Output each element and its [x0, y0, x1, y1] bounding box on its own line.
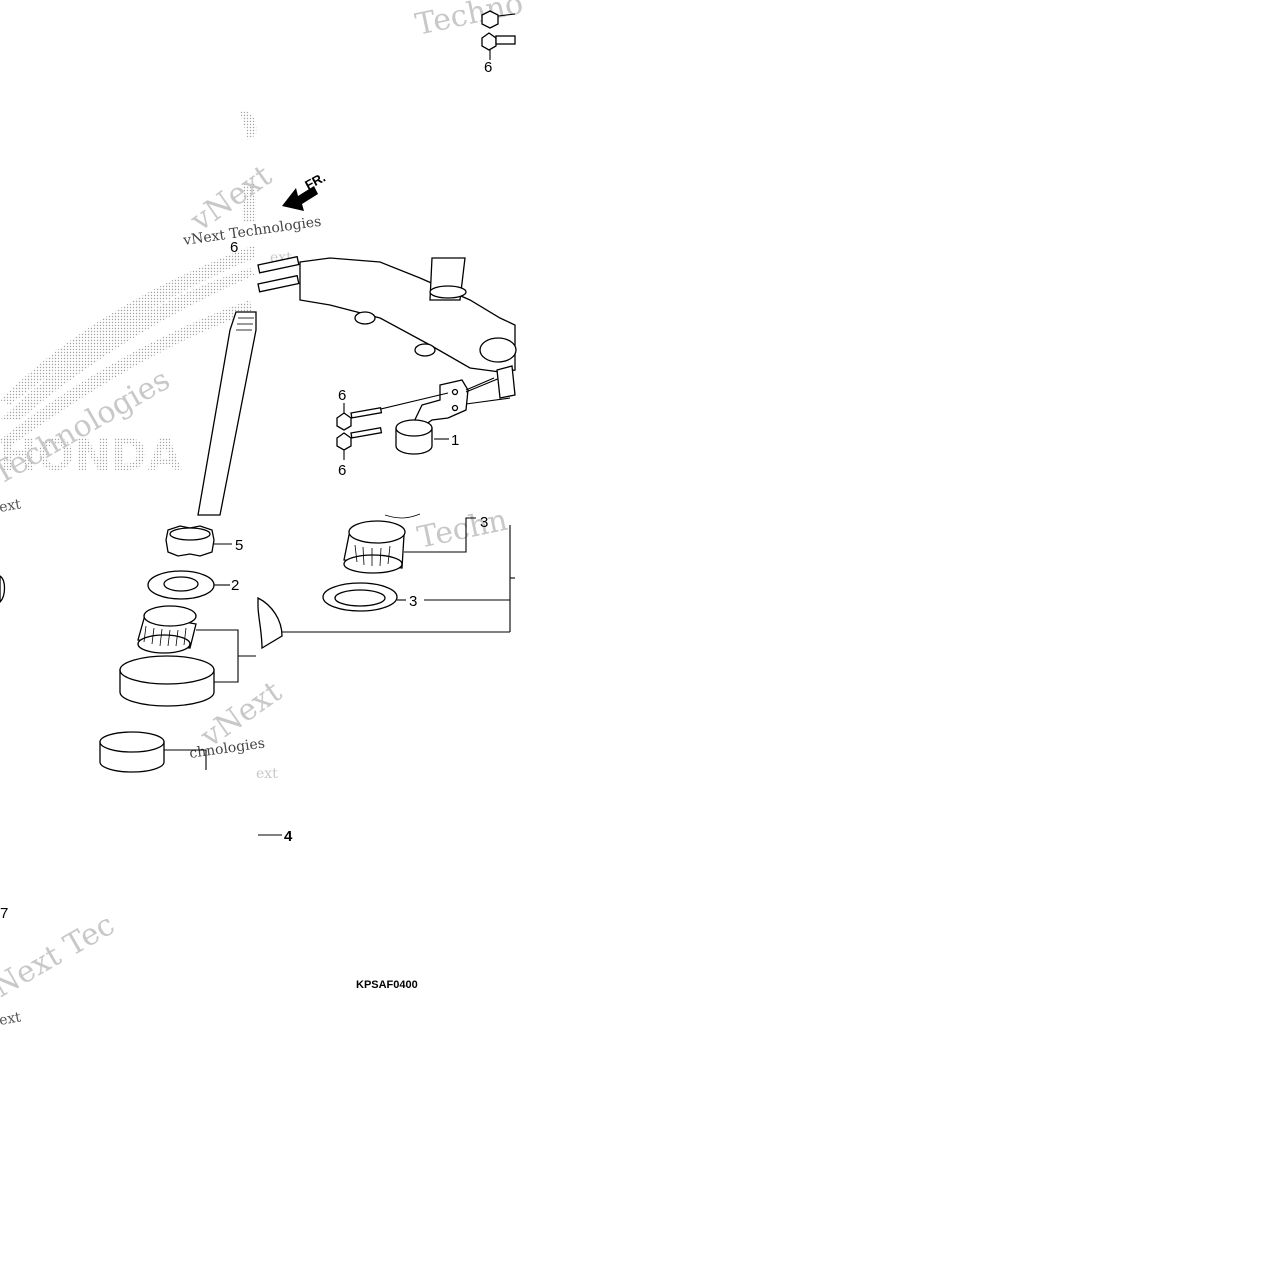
- callout-label-2: 2: [231, 577, 239, 594]
- watermark-text-12: ext: [0, 1009, 23, 1029]
- bolt-left-upper: [336, 392, 449, 431]
- callout-label-6-upper-bolt: 6: [338, 387, 346, 404]
- steering-stem: [197, 311, 257, 516]
- watermark-text-11: Next Tec: [0, 907, 121, 1005]
- bolt-top: [481, 10, 516, 51]
- callout-label-7: 7: [0, 905, 8, 922]
- callout-label-1: 1: [451, 432, 459, 449]
- bracket: [408, 365, 516, 431]
- svg-text:HONDA: HONDA: [0, 430, 182, 481]
- diagram-code: KPSAF0400: [356, 979, 418, 991]
- top-bridge: [257, 255, 517, 373]
- front-direction-arrow: FR.: [282, 170, 328, 211]
- callout-label-3-upper: 3: [480, 514, 488, 531]
- watermark-text-10: ext: [256, 766, 278, 782]
- part-2-washer: [147, 570, 215, 600]
- honda-wing-logo: HONDA: [0, 111, 257, 481]
- lower-race-left: [99, 731, 165, 773]
- lower-bearing-left: [137, 605, 197, 654]
- bridge-edge-fragment: [384, 513, 421, 519]
- upper-bearing-right: [343, 520, 406, 574]
- dust-seal-right: [322, 582, 398, 612]
- lower-bridge-fragment: [257, 596, 283, 650]
- callout-label-4: 4: [284, 828, 293, 845]
- callout-label-3-lower: 3: [409, 593, 417, 610]
- bolt-left-lower: [336, 427, 383, 451]
- callout-label-6-top: 6: [484, 59, 492, 76]
- outer-race-left: [119, 655, 215, 707]
- callout-label-6-left: 6: [230, 239, 238, 256]
- left-edge-fragment: [0, 575, 6, 603]
- part-1-cap: [395, 419, 433, 455]
- watermark-text-7: Techn: [414, 503, 510, 556]
- leader-lines: [164, 50, 515, 836]
- watermark-text-6: ext: [0, 496, 23, 516]
- part-5-nut: [165, 525, 215, 557]
- front-direction-label: FR.: [302, 170, 328, 193]
- callout-label-5: 5: [235, 537, 243, 554]
- callout-label-6-lower-bolt: 6: [338, 462, 346, 479]
